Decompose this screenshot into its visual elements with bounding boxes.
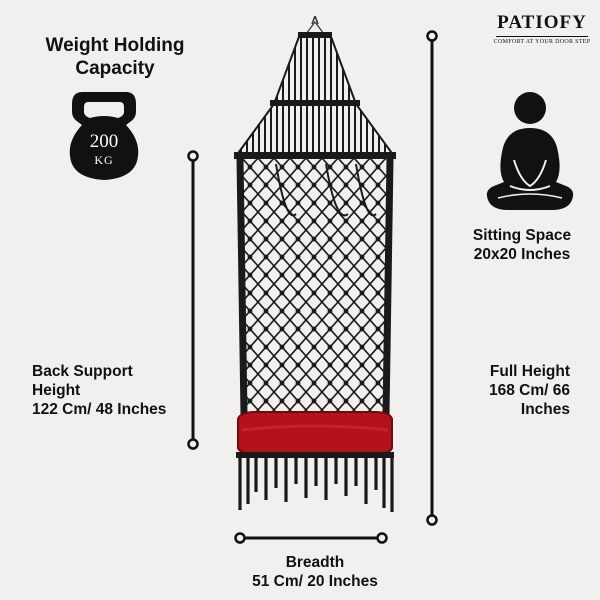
- sitting-space-title: Sitting Space: [472, 227, 572, 244]
- breadth-label: Breadth 51 Cm/ 20 Inches: [230, 553, 400, 591]
- hammock-chair-image: [234, 15, 396, 512]
- sitting-space-label: Sitting Space 20x20 Inches: [452, 226, 592, 264]
- sitting-space-value: 20x20 Inches: [473, 246, 571, 263]
- brand-tagline: COMFORT AT YOUR DOOR STEP: [493, 39, 591, 45]
- full-height-label: Full Height 168 Cm/ 66 Inches: [452, 362, 570, 419]
- full-height-line1: Full Height: [489, 363, 570, 380]
- kettlebell-icon: [69, 92, 139, 180]
- brand-name: PATIOFY: [497, 12, 587, 33]
- full-height-line3: Inches: [520, 401, 570, 418]
- back-support-line1: Back Support: [32, 363, 133, 380]
- back-support-line3: 122 Cm/ 48 Inches: [32, 401, 167, 418]
- full-height-dimension-line: [426, 30, 438, 526]
- back-support-dimension-line: [187, 150, 199, 450]
- breadth-line1: Breadth: [285, 554, 345, 571]
- meditating-person-icon: [486, 92, 574, 210]
- back-support-label: Back Support Height 122 Cm/ 48 Inches: [32, 362, 166, 419]
- brand-logo: PATIOFY COMFORT AT YOUR DOOR STEP: [490, 12, 594, 45]
- weight-title-line1: Weight Holding: [45, 35, 185, 56]
- weight-unit: KG: [94, 153, 114, 167]
- breadth-dimension-line: [234, 532, 388, 544]
- full-height-line2: 168 Cm/ 66: [489, 382, 570, 399]
- brand-divider: [496, 36, 588, 37]
- weight-title-line2: Capacity: [75, 58, 155, 79]
- weight-capacity-title: Weight Holding Capacity: [20, 34, 210, 80]
- back-support-line2: Height: [32, 382, 81, 399]
- breadth-line2: 51 Cm/ 20 Inches: [252, 573, 378, 590]
- weight-value: 200: [89, 131, 119, 152]
